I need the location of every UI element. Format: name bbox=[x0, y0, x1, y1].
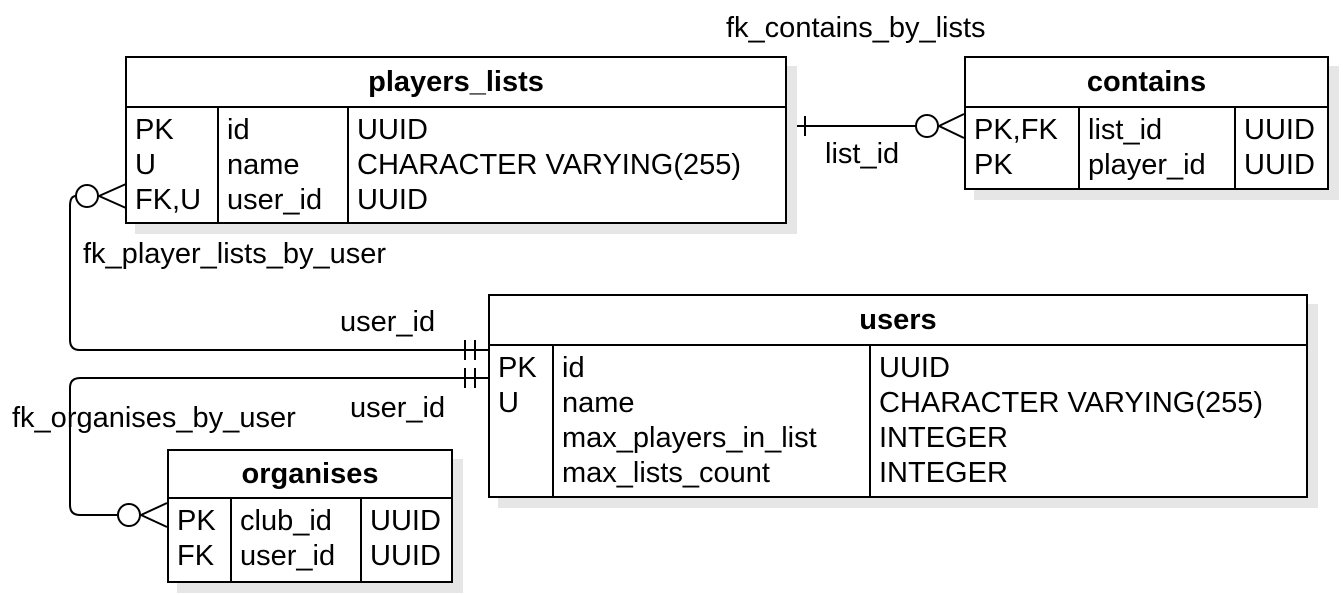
entity-title: organises bbox=[169, 451, 451, 499]
column-name-cell: user_id bbox=[240, 540, 336, 572]
key-column: PK FK bbox=[169, 499, 230, 583]
key-cell bbox=[498, 456, 544, 491]
key-cell: PK bbox=[135, 114, 174, 146]
key-cell: PK bbox=[498, 352, 537, 384]
name-column: id name user_id bbox=[217, 108, 347, 224]
column-name-cell: max_players_in_list bbox=[562, 422, 817, 454]
key-column: PK,FK PK bbox=[966, 108, 1078, 190]
key-cell: U bbox=[498, 387, 519, 419]
key-cell: PK,FK bbox=[974, 114, 1058, 146]
column-name-cell: player_id bbox=[1088, 149, 1206, 181]
column-name-cell: list_id bbox=[1088, 114, 1163, 146]
relation-name-fk-contains-by-lists: fk_contains_by_lists bbox=[726, 12, 986, 44]
type-cell: CHARACTER VARYING(255) bbox=[879, 387, 1264, 419]
column-name-cell: user_id bbox=[227, 184, 323, 216]
key-cell: FK bbox=[177, 540, 215, 572]
column-name-cell: club_id bbox=[240, 505, 332, 537]
key-cell: U bbox=[135, 149, 156, 181]
name-column: id name max_players_in_list max_lists_co… bbox=[552, 346, 869, 498]
column-name-cell: id bbox=[227, 114, 250, 146]
type-cell: CHARACTER VARYING(255) bbox=[357, 149, 742, 181]
name-column: list_id player_id bbox=[1078, 108, 1234, 190]
key-cell: PK bbox=[177, 505, 216, 537]
type-cell: UUID bbox=[357, 114, 428, 146]
type-column: UUID CHARACTER VARYING(255) UUID bbox=[347, 108, 785, 224]
key-column: PK U bbox=[490, 346, 552, 498]
edge-fk-player-lists-by-user bbox=[69, 183, 488, 360]
type-cell: UUID bbox=[357, 184, 428, 216]
type-cell: INTEGER bbox=[879, 457, 1008, 489]
type-cell: UUID bbox=[370, 540, 441, 572]
type-cell: UUID bbox=[370, 505, 441, 537]
entity-title: contains bbox=[966, 58, 1327, 108]
relation-column-list-id: list_id bbox=[825, 138, 900, 170]
entity-title: players_lists bbox=[127, 58, 785, 108]
type-column: UUID UUID bbox=[360, 499, 451, 583]
relation-name-fk-player-lists-by-user: fk_player_lists_by_user bbox=[83, 238, 387, 270]
edge-fk-contains-by-lists bbox=[786, 113, 965, 139]
edge-fk-organises-by-user bbox=[69, 368, 488, 528]
column-name-cell: name bbox=[562, 387, 635, 419]
type-column: UUID CHARACTER VARYING(255) INTEGER INTE… bbox=[869, 346, 1306, 498]
relation-name-fk-organises-by-user: fk_organises_by_user bbox=[12, 402, 296, 434]
name-column: club_id user_id bbox=[230, 499, 360, 583]
entity-organises[interactable]: organises PK FK club_id user_id UUID UUI… bbox=[167, 449, 453, 583]
key-cell: FK,U bbox=[135, 184, 202, 216]
entity-players-lists[interactable]: players_lists PK U FK,U id name user_id … bbox=[125, 56, 787, 224]
type-cell: UUID bbox=[1244, 149, 1315, 181]
entity-title: users bbox=[490, 296, 1306, 346]
relation-column-user-id-players-lists: user_id bbox=[340, 306, 436, 338]
relation-column-user-id-organises: user_id bbox=[350, 392, 446, 424]
type-cell: UUID bbox=[879, 352, 950, 384]
column-name-cell: max_lists_count bbox=[562, 457, 770, 489]
column-name-cell: id bbox=[562, 352, 585, 384]
type-column: UUID UUID bbox=[1234, 108, 1327, 190]
key-cell: PK bbox=[974, 149, 1013, 181]
entity-contains[interactable]: contains PK,FK PK list_id player_id UUID… bbox=[964, 56, 1329, 190]
column-name-cell: name bbox=[227, 149, 300, 181]
key-cell bbox=[498, 421, 544, 456]
type-cell: INTEGER bbox=[879, 422, 1008, 454]
type-cell: UUID bbox=[1244, 114, 1315, 146]
key-column: PK U FK,U bbox=[127, 108, 217, 224]
entity-users[interactable]: users PK U id name max_players_in_list m… bbox=[488, 294, 1308, 498]
